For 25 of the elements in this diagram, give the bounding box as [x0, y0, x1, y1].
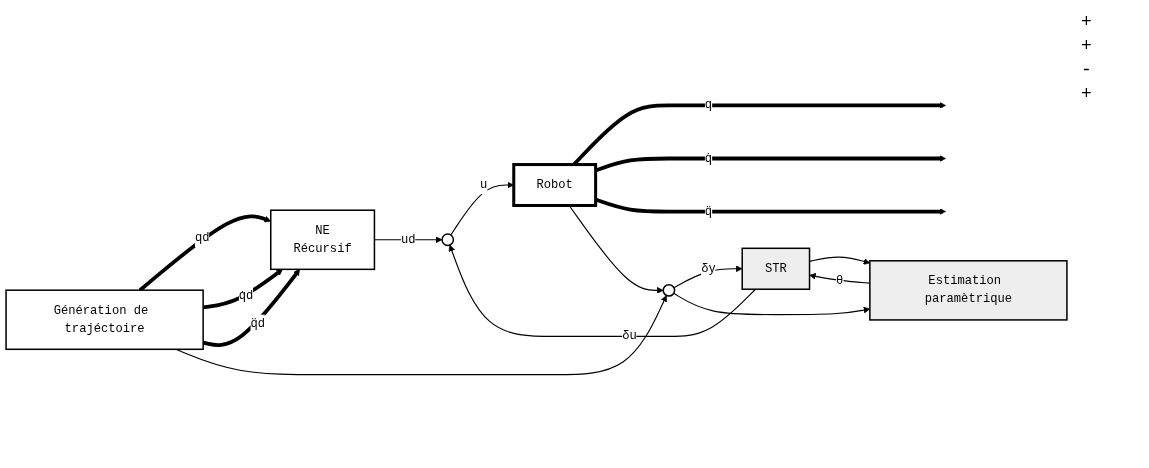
node-circle [662, 283, 676, 297]
edge-label: q̈d [250, 316, 265, 331]
edge-label: qd [194, 230, 210, 245]
node-box: NE Récursif [270, 209, 376, 270]
edge-label: u [479, 177, 488, 192]
edge-label: δy [701, 261, 716, 276]
sign-label: - [1081, 60, 1093, 80]
edge-label: q̇ [704, 151, 713, 165]
sign-label: + [1081, 84, 1093, 104]
edge-label: δu [622, 329, 637, 343]
sign-label: + [1081, 12, 1093, 32]
arrow [448, 244, 757, 337]
sign-label: + [1081, 36, 1093, 56]
node-box: STR [741, 247, 811, 290]
node-box: Estimation paramètrique [869, 259, 1068, 321]
node-box: Robot [512, 162, 598, 207]
node-box: Génération de trajéctoire [5, 289, 204, 350]
edge-label: ud [400, 232, 416, 247]
arrow [572, 101, 946, 166]
edge-label: q̇d [238, 289, 254, 303]
edge-label: θ [836, 273, 844, 288]
node-circle [441, 232, 455, 246]
edge-label: q [704, 98, 713, 112]
arrow [175, 294, 667, 375]
edge-label: q̈ [704, 204, 713, 218]
